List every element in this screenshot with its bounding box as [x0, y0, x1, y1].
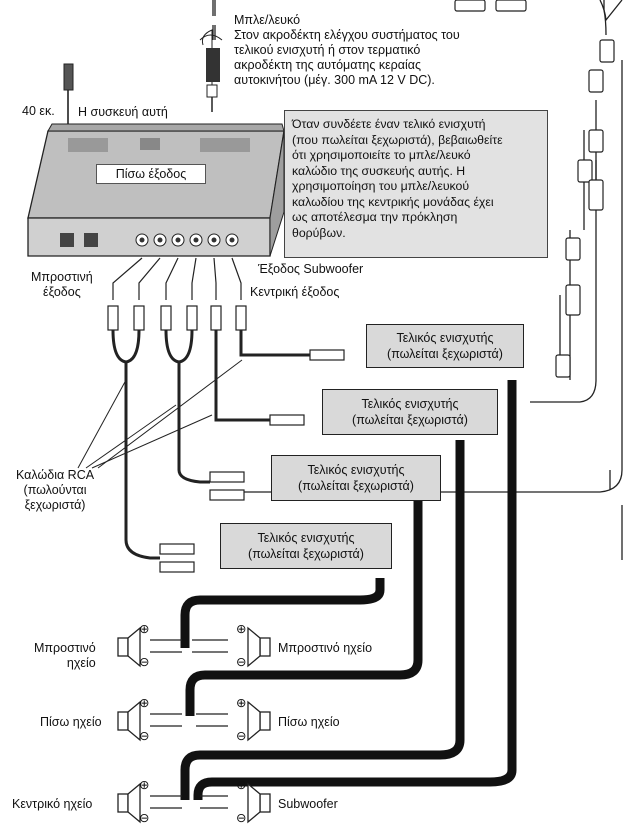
amplifier-title: Τελικός ενισχυτής — [361, 397, 459, 411]
this-unit-label: Η συσκευή αυτή — [78, 105, 168, 119]
wire-note-line: τελικού ενισχυτή ή στον τερματικό — [234, 43, 421, 57]
note-line: Όταν συνδέετε έναν τελικό ενισχυτή — [292, 117, 486, 131]
center-speaker-label: Κεντρικό ηχείο — [12, 797, 93, 811]
note-line: καλώδιο της συσκευής αυτής. Η — [292, 163, 466, 178]
rca-cables-label: Καλώδια RCA (πωλούνται ξεχωριστά) — [16, 468, 94, 513]
front-output-line: Μπροστινή — [31, 270, 93, 284]
rca-label-line: (πωλούνται — [23, 483, 87, 497]
rca-cables — [111, 329, 310, 560]
plus-mark: ⊕ — [236, 622, 247, 636]
front-left-line: ηχείο — [66, 656, 96, 670]
rca-callout-lines — [77, 359, 243, 469]
wire-note-line: ακροδέκτη της αυτόματης κεραίας — [234, 58, 422, 72]
amplifier-subtitle: (πωλείται ξεχωριστά) — [298, 479, 414, 493]
plus-mark: ⊕ — [236, 696, 247, 710]
speaker-leads — [150, 639, 228, 809]
minus-mark: ⊖ — [139, 811, 150, 825]
wire-note-line: αυτοκινήτου (μέγ. 300 mA 12 V DC). — [234, 73, 435, 87]
speaker-cables — [180, 380, 517, 800]
note-line: καλωδίου της κεντρικής μονάδας έχει — [292, 194, 494, 209]
amplifier-box: Τελικός ενισχυτής (πωλείται ξεχωριστά) — [220, 523, 392, 569]
amplifier-title: Τελικός ενισχυτής — [307, 463, 405, 477]
plus-mark: ⊕ — [236, 778, 247, 792]
subwoofer-speaker-label: Subwoofer — [278, 797, 338, 811]
antenna-cable — [63, 63, 74, 130]
rca-label-line: Καλώδια RCA — [16, 468, 95, 482]
amplifier-subtitle: (πωλείται ξεχωριστά) — [248, 547, 364, 561]
rear-right-speaker-label: Πίσω ηχείο — [278, 715, 340, 729]
amplifier-box: Τελικός ενισχυτής (πωλείται ξεχωριστά) — [322, 389, 498, 435]
subwoofer-output-label: Έξοδος Subwoofer — [258, 262, 364, 276]
rca-plugs — [107, 305, 247, 331]
note-line: θορύβων. — [292, 225, 346, 240]
front-output-line: έξοδος — [43, 285, 81, 299]
rear-output-label: Πίσω έξοδος — [96, 164, 206, 184]
front-right-speaker-label: Μπροστινό ηχείο — [278, 641, 373, 655]
front-left-line: Μπροστινό — [34, 641, 96, 655]
plus-mark: ⊕ — [139, 778, 150, 792]
front-left-speaker-label: Μπροστινό ηχείο — [34, 641, 96, 671]
amplifier-box: Τελικός ενισχυτής (πωλείται ξεχωριστά) — [366, 324, 524, 368]
amplifier-subtitle: (πωλείται ξεχωριστά) — [387, 347, 503, 361]
note-line: ότι χρησιμοποιείτε το μπλε/λευκό — [292, 148, 471, 162]
front-output-label: Μπροστινή έξοδος — [31, 270, 93, 300]
plus-mark: ⊕ — [139, 696, 150, 710]
note-line: (που πωλείται ξεχωριστά), βεβαιωθείτε — [292, 132, 503, 147]
wire-note-line: Στον ακροδέκτη ελέγχου συστήματος του — [234, 28, 460, 42]
minus-mark: ⊖ — [139, 729, 150, 743]
control-wire-note: Μπλε/λευκό Στον ακροδέκτη ελέγχου συστήμ… — [234, 13, 460, 88]
wire-color-label: Μπλε/λευκό — [234, 13, 301, 27]
cable-length-label: 40 εκ. — [22, 104, 55, 118]
minus-mark: ⊖ — [236, 655, 247, 669]
amplifier-note: Όταν συνδέετε έναν τελικό ενισχυτή (που … — [284, 110, 548, 258]
amplifier-title: Τελικός ενισχυτής — [257, 531, 355, 545]
amplifier-subtitle: (πωλείται ξεχωριστά) — [352, 413, 468, 427]
minus-mark: ⊖ — [139, 655, 150, 669]
note-line: χρησιμοποίηση του μπλε/λευκού — [292, 179, 470, 193]
center-output-label: Κεντρική έξοδος — [250, 285, 340, 299]
minus-mark: ⊖ — [236, 729, 247, 743]
speaker-icons — [117, 626, 271, 824]
minus-mark: ⊖ — [236, 811, 247, 825]
head-wire — [199, 29, 223, 112]
rca-inputs — [159, 349, 345, 573]
note-line: ως αποτέλεσμα την πρόκληση — [292, 210, 458, 224]
plus-mark: ⊕ — [139, 622, 150, 636]
amplifier-box: Τελικός ενισχυτής (πωλείται ξεχωριστά) — [271, 455, 441, 501]
rca-label-line: ξεχωριστά) — [24, 498, 86, 512]
rear-left-speaker-label: Πίσω ηχείο — [40, 715, 102, 729]
rca-pointers — [112, 257, 242, 300]
processor-unit — [27, 123, 285, 257]
amplifier-title: Τελικός ενισχυτής — [396, 331, 494, 345]
wire-plugs — [454, 0, 615, 378]
